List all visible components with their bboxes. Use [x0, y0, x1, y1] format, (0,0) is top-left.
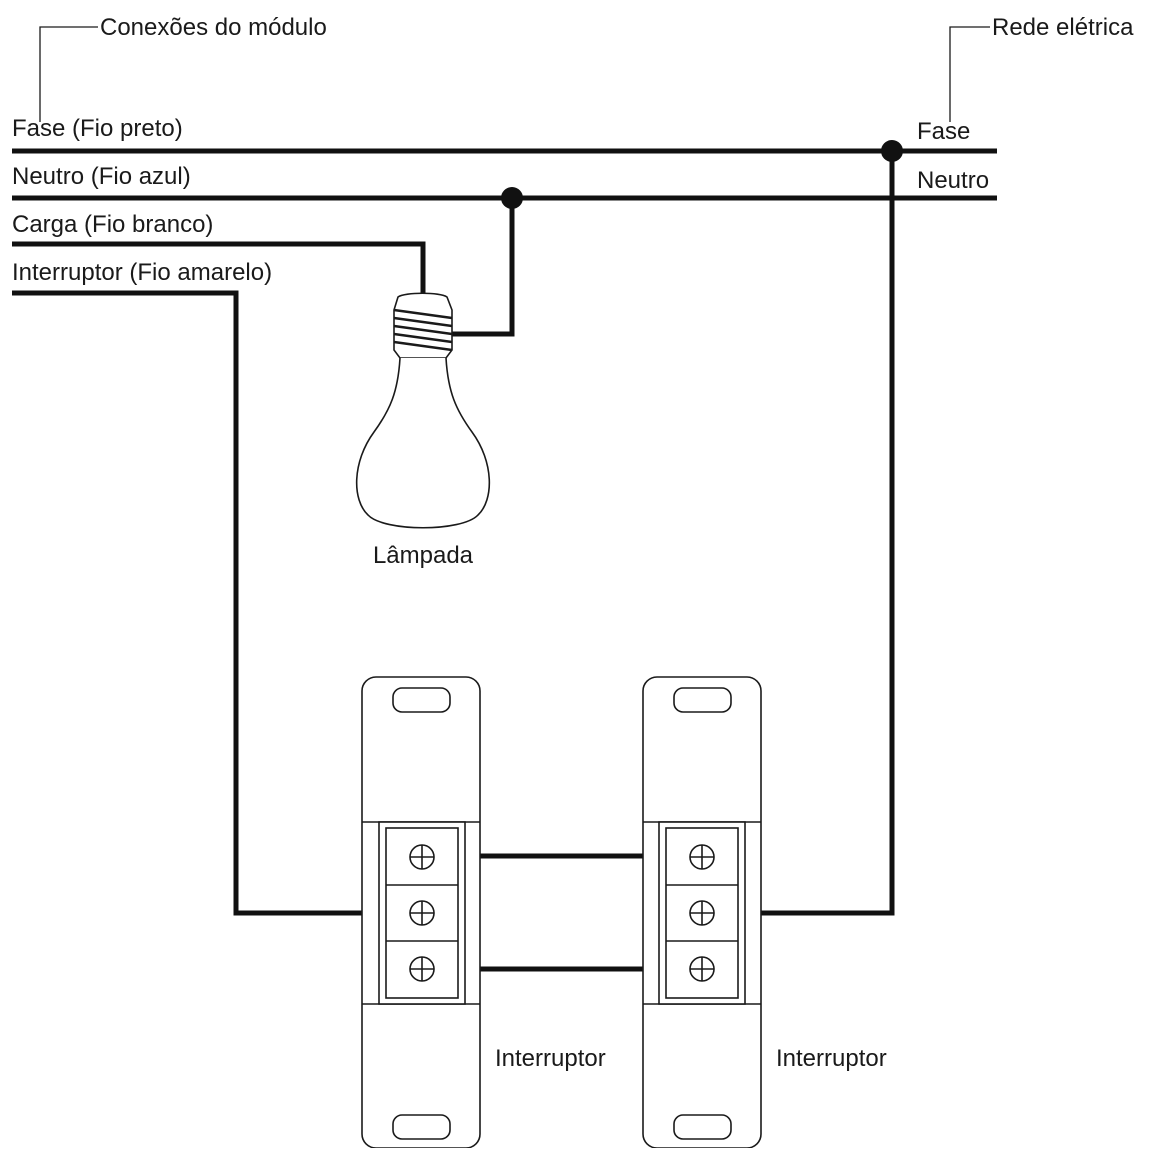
switch-left: Interruptor: [361, 676, 606, 1149]
switch-right: Interruptor: [642, 676, 887, 1149]
phase-junction-dot: [881, 140, 903, 162]
load-wire: [12, 241, 426, 295]
lamp-neutral-wire: [452, 198, 515, 337]
switch-right-bottom-slot: [673, 1114, 732, 1140]
module-connections-callout: Conexões do módulo: [39, 14, 327, 122]
module-connections-label: Conexões do módulo: [100, 14, 327, 41]
mains-label: Rede elétrica: [992, 14, 1134, 41]
switch-wire-label: Interruptor (Fio amarelo): [12, 259, 272, 286]
mains-phase-label: Fase: [917, 118, 970, 145]
switch-right-top-slot: [673, 687, 732, 713]
mains-callout: Rede elétrica: [949, 14, 1134, 122]
lamp: Lâmpada: [355, 292, 491, 569]
lamp-label: Lâmpada: [373, 542, 474, 569]
switch-left-top-slot: [392, 687, 451, 713]
phase-wire-label: Fase (Fio preto): [12, 115, 183, 142]
neutral-wire-label: Neutro (Fio azul): [12, 163, 191, 190]
wires: [12, 148, 997, 972]
lamp-bulb: [355, 357, 491, 529]
callout-line-right: [949, 26, 990, 122]
load-wire-label: Carga (Fio branco): [12, 211, 213, 238]
switch-right-label: Interruptor: [776, 1045, 887, 1072]
lamp-thread: [393, 308, 453, 352]
switch-left-label: Interruptor: [495, 1045, 606, 1072]
switch-left-bottom-slot: [392, 1114, 451, 1140]
mains-neutral-label: Neutro: [917, 167, 989, 194]
callout-line-left: [39, 26, 98, 122]
switch-wire: [12, 290, 386, 916]
mains-phase-drop-wire: [738, 151, 895, 916]
lamp-base: [393, 292, 453, 359]
neutral-junction-dot: [501, 187, 523, 209]
